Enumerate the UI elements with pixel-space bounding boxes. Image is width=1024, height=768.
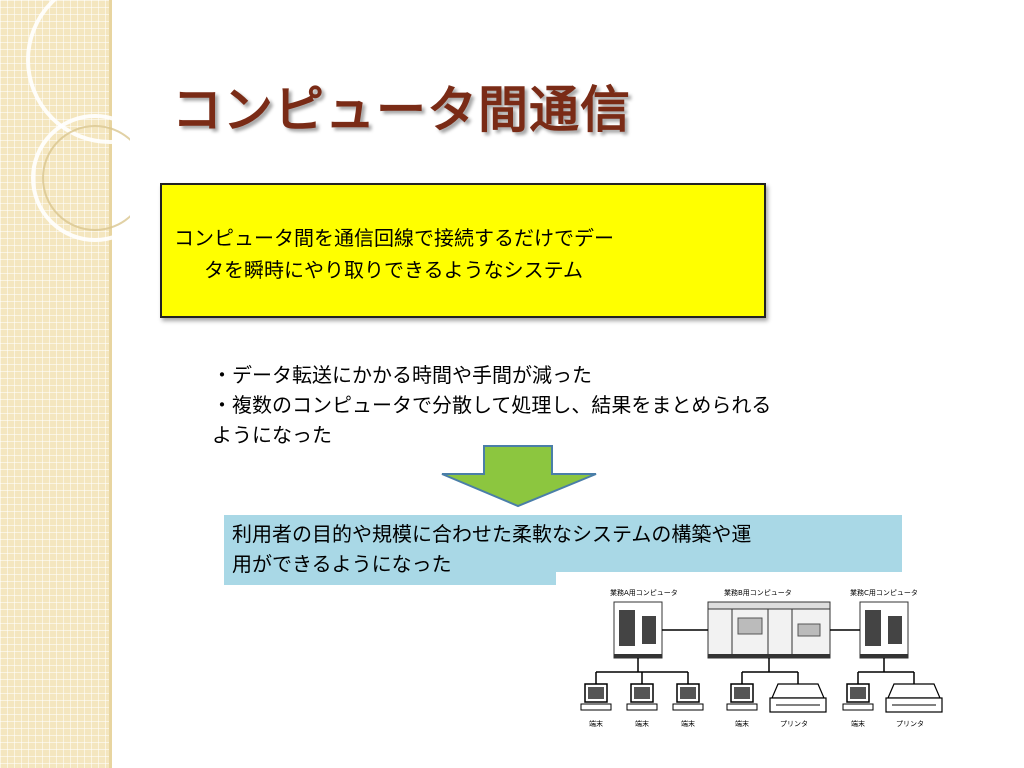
computer-c-icon [859, 601, 909, 659]
computer-a-label: 業務A用コンピュータ [610, 588, 678, 597]
computer-a-icon [613, 601, 663, 659]
printer-icon [885, 683, 943, 713]
side-band-edge [109, 0, 112, 768]
definition-line-1: コンピュータ間を通信回線で接続するだけでデー [174, 226, 614, 250]
down-arrow-icon [441, 445, 597, 508]
terminal-icon [672, 683, 704, 711]
result-text: 利用者の目的や規模に合わせた柔軟なシステムの構築や運 用ができるようになった [232, 519, 912, 579]
benefit-item-continuation: ようになった [212, 423, 332, 447]
terminal-label: 端末 [851, 719, 865, 728]
computer-b-icon [707, 601, 831, 659]
definition-text: コンピュータ間を通信回線で接続するだけでデー タを瞬時にやり取りできるようなシス… [174, 222, 764, 286]
printer-icon [769, 683, 827, 713]
result-line-1: 利用者の目的や規模に合わせた柔軟なシステムの構築や運 [232, 522, 752, 546]
decorative-circles [26, 0, 130, 242]
slide-title: コンピュータ間通信 [172, 81, 631, 139]
terminal-label: 端末 [635, 719, 649, 728]
printer-label: プリンタ [780, 719, 808, 728]
printer-label: プリンタ [896, 719, 924, 728]
terminal-icon [842, 683, 874, 711]
computer-b-label: 業務B用コンピュータ [724, 588, 792, 597]
terminal-label: 端末 [735, 719, 749, 728]
computer-c-label: 業務C用コンピュータ [850, 588, 918, 597]
terminal-icon [726, 683, 758, 711]
benefit-item: ・データ転送にかかる時間や手間が減った [212, 363, 592, 387]
result-line-2: 用ができるようになった [232, 552, 452, 576]
network-diagram: 業務A用コンピュータ 業務B用コンピュータ 業務C用コンピュータ [580, 588, 943, 728]
terminal-label: 端末 [681, 719, 695, 728]
definition-box: コンピュータ間を通信回線で接続するだけでデー タを瞬時にやり取りできるようなシス… [160, 183, 766, 318]
terminal-icon [626, 683, 658, 711]
benefit-item: ・複数のコンピュータで分散して処理し、結果をまとめられる [212, 393, 772, 417]
terminal-icon [580, 683, 612, 711]
benefit-list: ・データ転送にかかる時間や手間が減った ・複数のコンピュータで分散して処理し、結… [212, 360, 952, 450]
definition-line-2: タを瞬時にやり取りできるようなシステム [204, 258, 583, 282]
result-box-notch [556, 572, 906, 592]
terminal-label: 端末 [589, 719, 603, 728]
